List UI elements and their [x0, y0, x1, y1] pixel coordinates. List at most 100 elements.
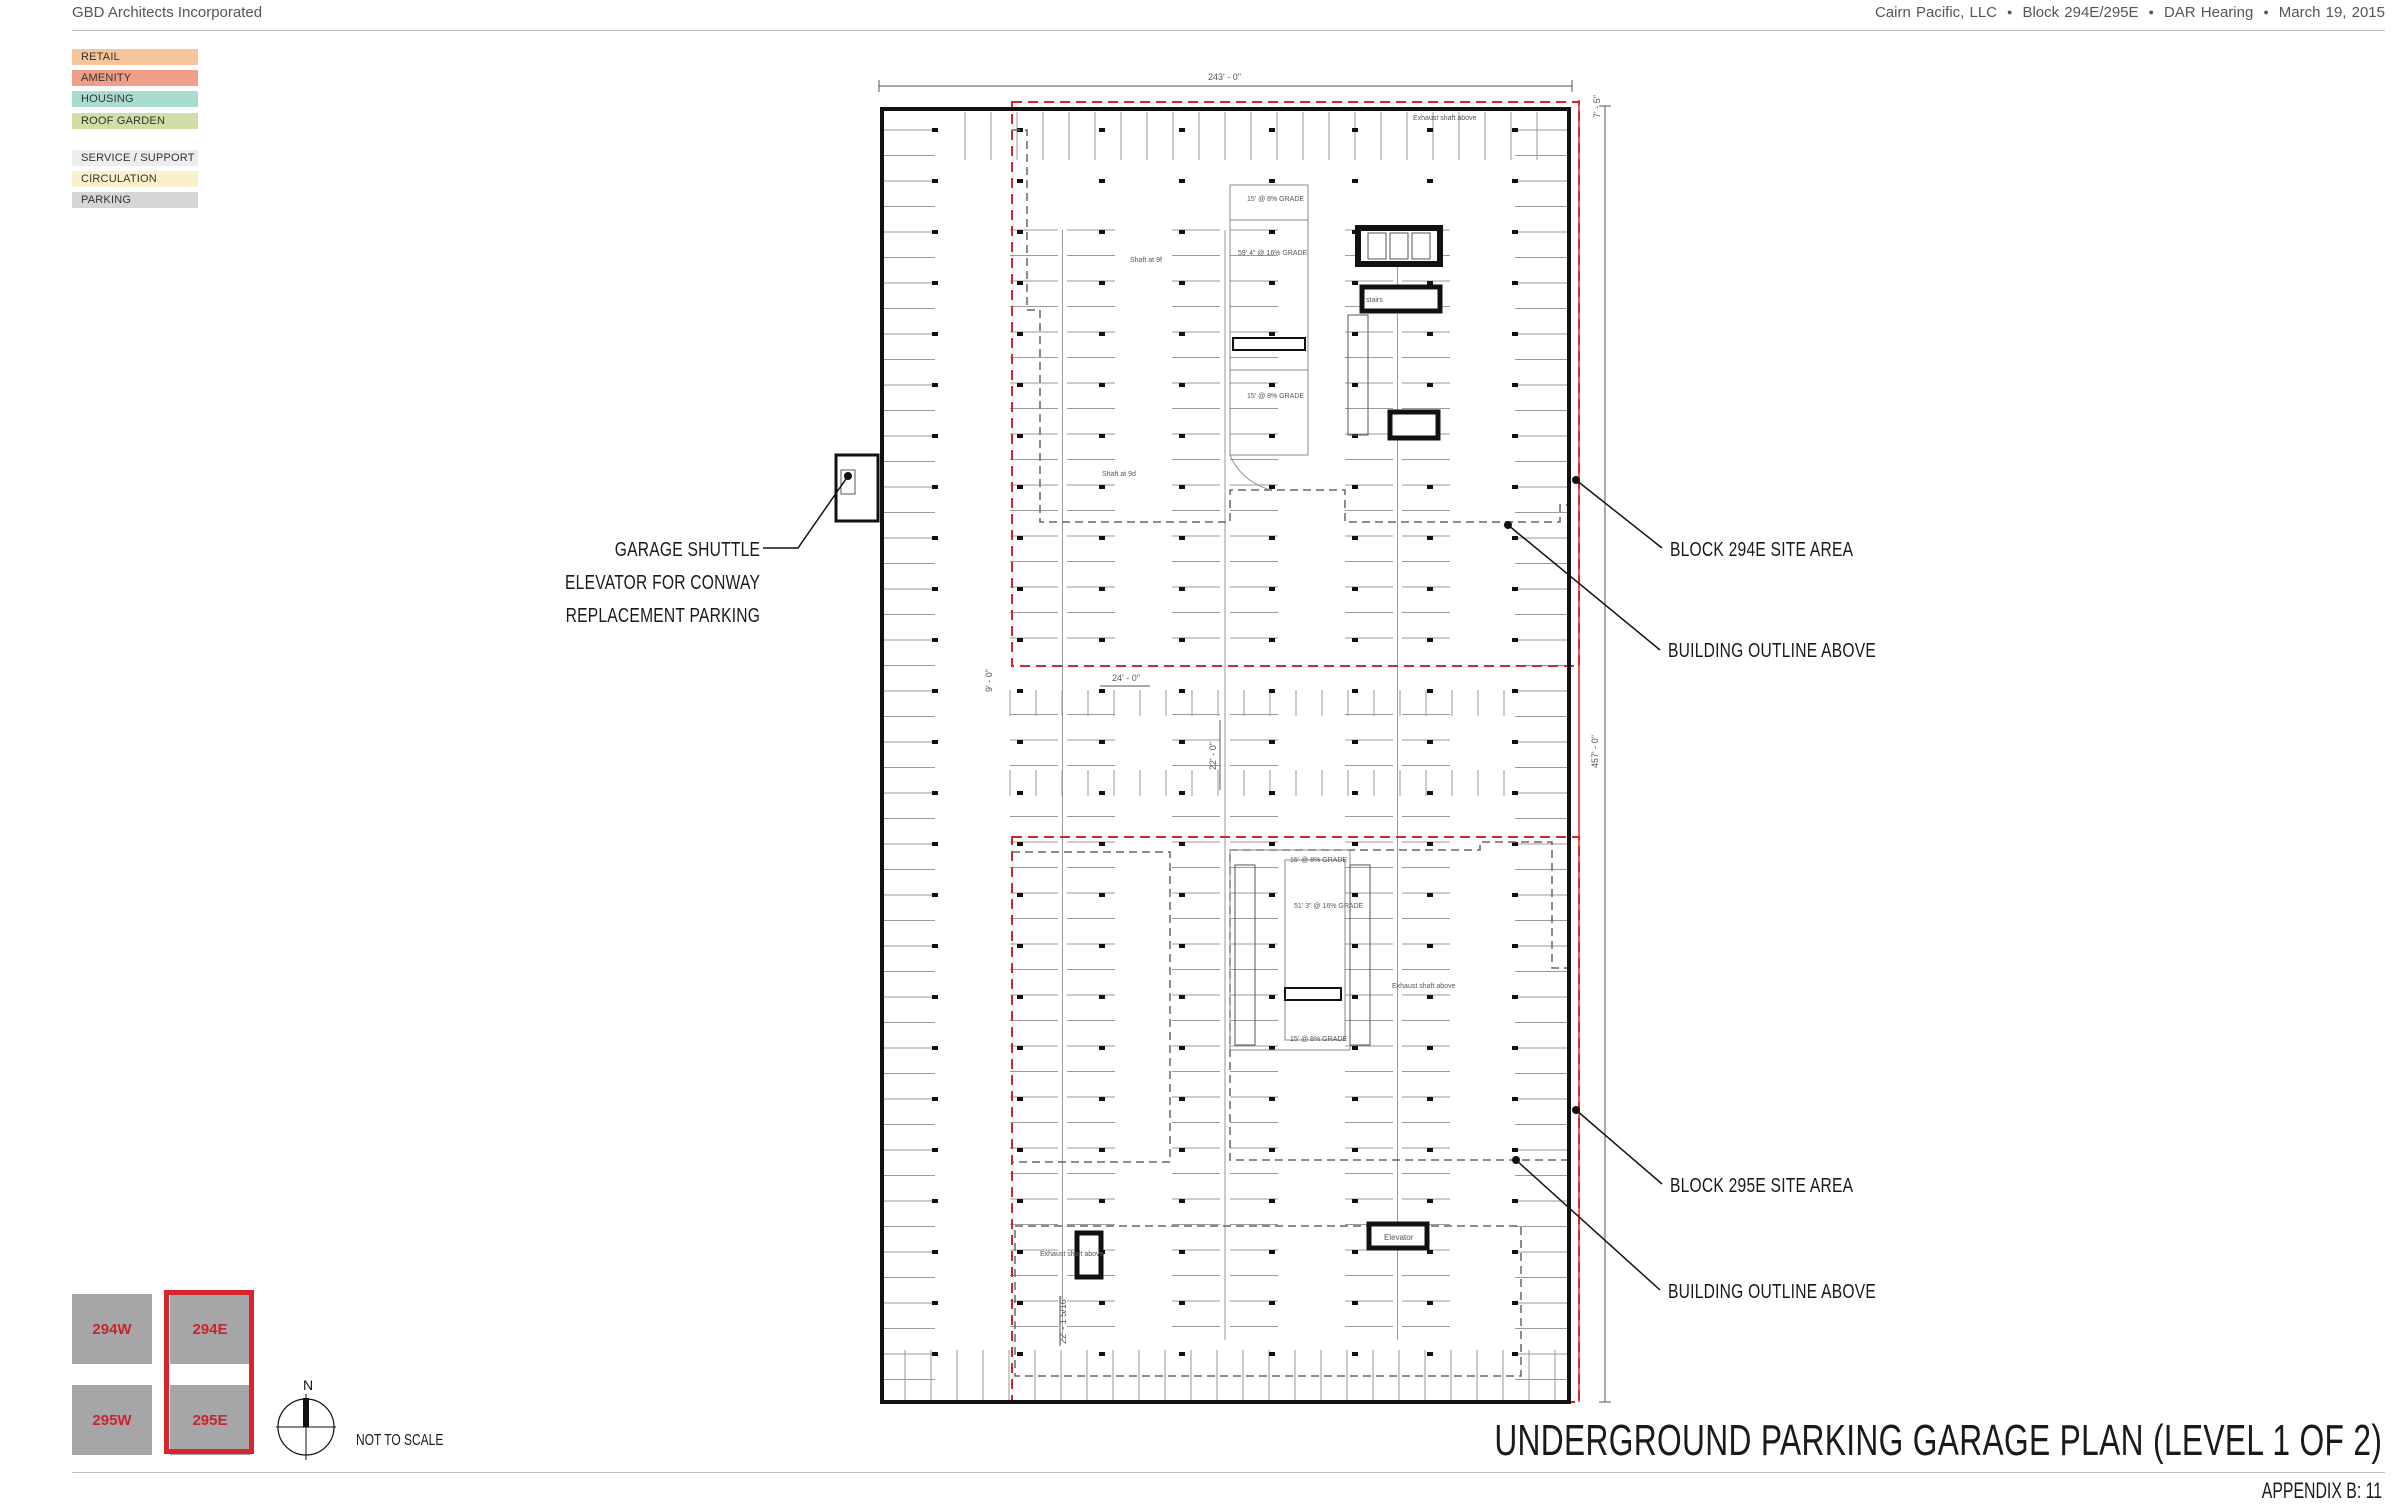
- column: [1099, 842, 1105, 846]
- separator-dot: ●: [2007, 7, 2013, 17]
- column: [1017, 383, 1023, 387]
- key-plan-highlight-frame: [164, 1290, 254, 1454]
- column: [1017, 587, 1023, 591]
- shaft-label: Shaft at 9f: [1130, 257, 1162, 264]
- core-details: [840, 232, 1431, 1046]
- column: [1179, 893, 1185, 897]
- structural-columns: [932, 128, 1518, 1356]
- key-block-295e: 295E: [170, 1385, 250, 1455]
- column: [1017, 1046, 1023, 1050]
- column: [1017, 893, 1023, 897]
- column: [1099, 1046, 1105, 1050]
- column: [1352, 1046, 1358, 1050]
- ramp-north: [1229, 184, 1309, 491]
- column: [1427, 536, 1433, 540]
- ramp-grade-label: 59' 4" @ 16% GRADE: [1238, 250, 1308, 257]
- column: [1269, 434, 1275, 438]
- callout-line: REPLACEMENT PARKING: [565, 605, 760, 627]
- column: [1179, 638, 1185, 642]
- column: [1352, 638, 1358, 642]
- dimension-lines: [878, 80, 1611, 1403]
- column: [1427, 791, 1433, 795]
- column: [1269, 128, 1275, 132]
- column: [1427, 1148, 1433, 1152]
- leader-dots: [844, 472, 1580, 1164]
- column: [932, 434, 938, 438]
- column: [932, 740, 938, 744]
- core-elements: [834, 225, 1443, 1280]
- column: [1099, 485, 1105, 489]
- column: [1427, 995, 1433, 999]
- column: [1352, 383, 1358, 387]
- separator-dot: ●: [2148, 7, 2154, 17]
- column: [1017, 1250, 1023, 1254]
- column: [1099, 791, 1105, 795]
- site-boundary-294e: [1011, 101, 1580, 667]
- column: [1099, 893, 1105, 897]
- column: [1352, 179, 1358, 183]
- column: [932, 230, 938, 234]
- column: [1427, 587, 1433, 591]
- column: [1352, 995, 1358, 999]
- column: [1017, 638, 1023, 642]
- column: [1352, 1199, 1358, 1203]
- column: [1512, 1352, 1518, 1356]
- column: [1179, 587, 1185, 591]
- column: [1427, 128, 1433, 132]
- column: [1269, 740, 1275, 744]
- column: [1099, 1148, 1105, 1152]
- callout-block-294e-site-area: BLOCK 294E SITE AREA: [1670, 539, 1854, 561]
- legend-label: AMENITY: [81, 72, 132, 84]
- column: [1269, 587, 1275, 591]
- column: [932, 995, 938, 999]
- column: [1512, 587, 1518, 591]
- column: [932, 383, 938, 387]
- column: [1269, 1199, 1275, 1203]
- column: [1427, 689, 1433, 693]
- column: [932, 1352, 938, 1356]
- column: [1179, 485, 1185, 489]
- column: [932, 587, 938, 591]
- callout-garage-shuttle: GARAGE SHUTTLE ELEVATOR FOR CONWAY REPLA…: [565, 534, 760, 633]
- column: [1269, 1097, 1275, 1101]
- column: [1269, 842, 1275, 846]
- column: [1017, 179, 1023, 183]
- column: [1512, 383, 1518, 387]
- dim-side-label: 7' - 5": [1592, 95, 1602, 118]
- column: [1099, 536, 1105, 540]
- legend-label: SERVICE / SUPPORT: [81, 152, 195, 164]
- column: [1179, 689, 1185, 693]
- legend-service-support: SERVICE / SUPPORT: [72, 150, 198, 166]
- column: [1179, 740, 1185, 744]
- column: [1099, 995, 1105, 999]
- column: [1017, 1199, 1023, 1203]
- column: [1352, 740, 1358, 744]
- building-outline-above-south-b: [1229, 841, 1569, 1161]
- column: [1017, 536, 1023, 540]
- column: [1017, 281, 1023, 285]
- column: [1512, 638, 1518, 642]
- elevator-label: Elevator: [1384, 1233, 1414, 1242]
- column: [1269, 1250, 1275, 1254]
- dim-stall-label: 9' - 0": [984, 669, 994, 692]
- column: [1269, 1046, 1275, 1050]
- column: [1099, 1199, 1105, 1203]
- column: [932, 1199, 938, 1203]
- column: [932, 128, 938, 132]
- legend-roof-garden: ROOF GARDEN: [72, 113, 198, 129]
- leader-lines: [763, 475, 1663, 1291]
- column: [932, 944, 938, 948]
- column: [1269, 1301, 1275, 1305]
- column: [1352, 536, 1358, 540]
- column: [1269, 689, 1275, 693]
- column: [1512, 128, 1518, 132]
- north-arrow-icon: N: [276, 1377, 336, 1460]
- legend-parking: PARKING: [72, 192, 198, 208]
- project-info: Cairn Pacific, LLC●Block 294E/295E●DAR H…: [1875, 4, 2385, 21]
- column: [1179, 1301, 1185, 1305]
- column: [932, 689, 938, 693]
- column: [1099, 689, 1105, 693]
- callout-line: GARAGE SHUTTLE: [614, 539, 760, 561]
- column: [1099, 230, 1105, 234]
- column: [1017, 485, 1023, 489]
